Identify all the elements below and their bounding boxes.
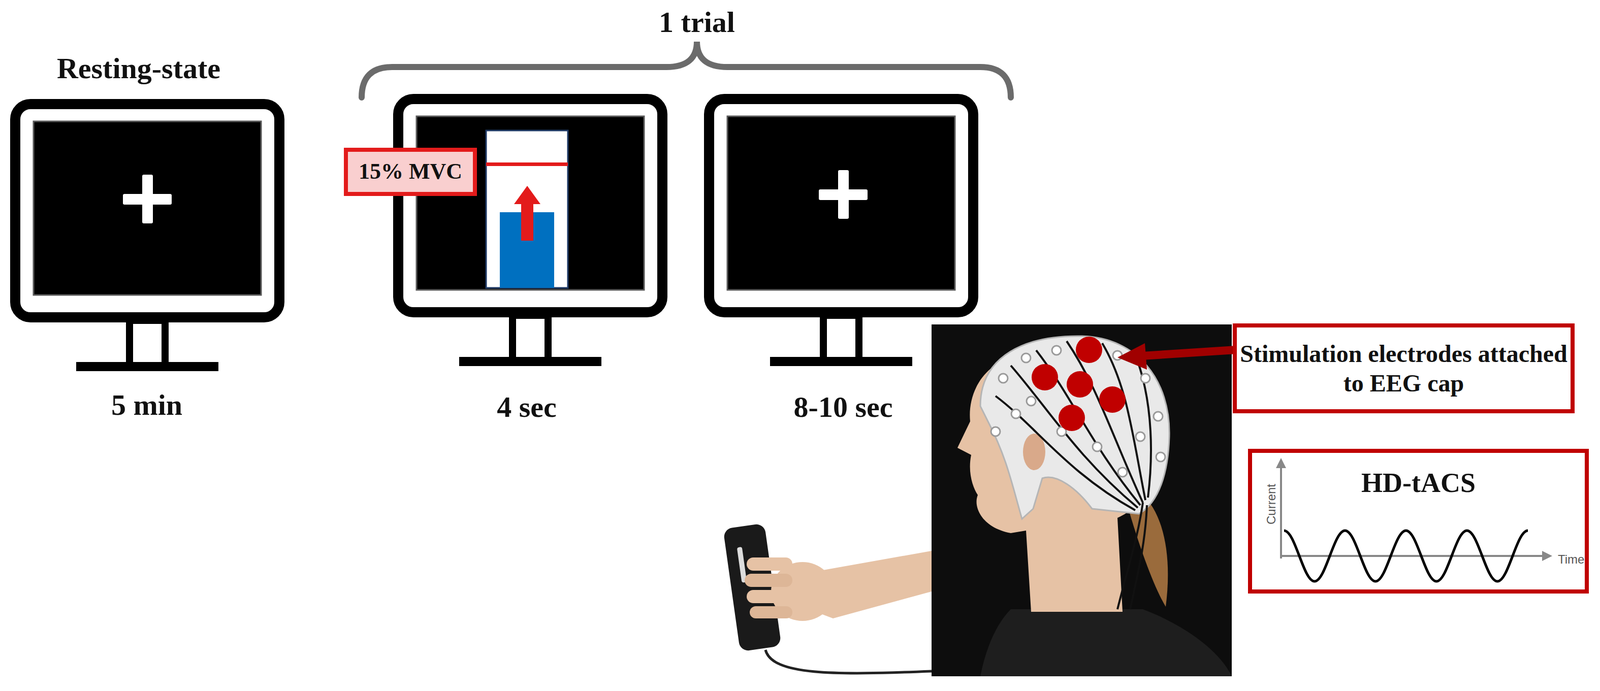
force-bar: [486, 130, 568, 288]
duration-label: 8-10 sec: [640, 391, 1047, 424]
monitor: [398, 99, 663, 367]
callout-arrow: [1117, 343, 1244, 370]
target-label-box: 15% MVC: [343, 147, 477, 197]
fixation-cross: [122, 174, 172, 224]
monitor: [15, 104, 280, 372]
trial-heading: 1 trial: [493, 6, 901, 39]
trial-brace: [361, 41, 1011, 98]
target-label: 15% MVC: [358, 159, 463, 184]
grip-dynamometer: [722, 523, 932, 674]
stimulation-title: HD-tACS: [1252, 468, 1585, 499]
callout-box: Stimulation electrodes attached to EEG c…: [1232, 323, 1575, 414]
axis-label: Current: [1264, 476, 1279, 533]
up-arrow: [514, 185, 541, 241]
duration-label: 5 min: [0, 389, 350, 422]
callout-text: Stimulation electrodes attached to EEG c…: [1236, 339, 1571, 398]
stimulation-box: HD-tACSCurrentTime: [1248, 449, 1589, 594]
condition-heading: Resting-state: [0, 52, 342, 85]
duration-label: 4 sec: [323, 391, 730, 424]
axis-label: Time: [1557, 552, 1585, 567]
participant-photo: [803, 324, 1232, 677]
target-line: [486, 162, 568, 167]
fixation-cross: [818, 170, 868, 219]
